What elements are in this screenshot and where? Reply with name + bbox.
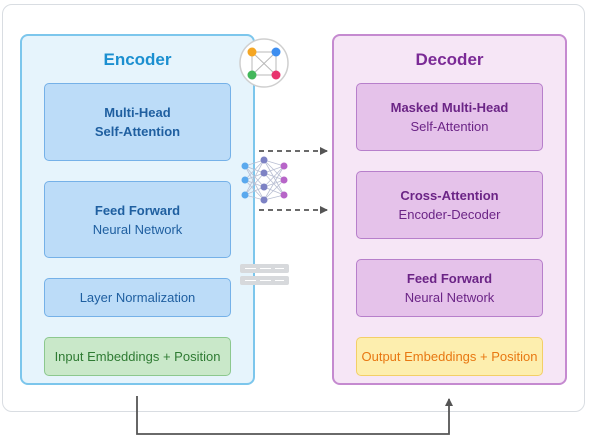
encoder-decoder-connector [136, 396, 453, 435]
block-line: Feed Forward [94, 202, 181, 218]
block-line: Self-Attention [410, 119, 489, 134]
block-label: Output Embeddings + Position [361, 349, 538, 364]
decoder-masked-attention-block: Masked Multi-Head Self-Attention [356, 83, 543, 151]
output-embeddings-block: Output Embeddings + Position [356, 337, 543, 376]
block-line: Neural Network [404, 290, 495, 305]
decoder-title: Decoder [415, 50, 484, 69]
block-line: Self-Attention [94, 124, 181, 139]
block-line: Masked Multi-Head [390, 100, 509, 115]
block-label: Input Embeddings + Position [54, 349, 221, 364]
block-label: Layer Normalization [79, 290, 196, 305]
block-line: Feed Forward [406, 271, 493, 286]
block-line: Encoder-Decoder [398, 207, 501, 222]
block-line: Multi-Head [104, 105, 171, 120]
stacked-layers-icon [240, 264, 289, 285]
neural-network-icon [241, 156, 288, 204]
encoder-multi-head-attention-block: Multi-Head Self-Attention [44, 83, 231, 161]
block-line: Neural Network [92, 221, 183, 237]
decoder-feed-forward-block: Feed Forward Neural Network [356, 259, 543, 317]
input-embeddings-block: Input Embeddings + Position [44, 337, 231, 376]
block-line: Cross-Attention [400, 188, 499, 203]
encoder-title: Encoder [103, 50, 172, 69]
encoder-layer-norm-block: Layer Normalization [44, 278, 231, 317]
network-graph-icon [239, 38, 289, 88]
decoder-cross-attention-block: Cross-Attention Encoder-Decoder [356, 171, 543, 239]
encoder-feed-forward-block: Feed Forward Neural Network [44, 181, 231, 258]
